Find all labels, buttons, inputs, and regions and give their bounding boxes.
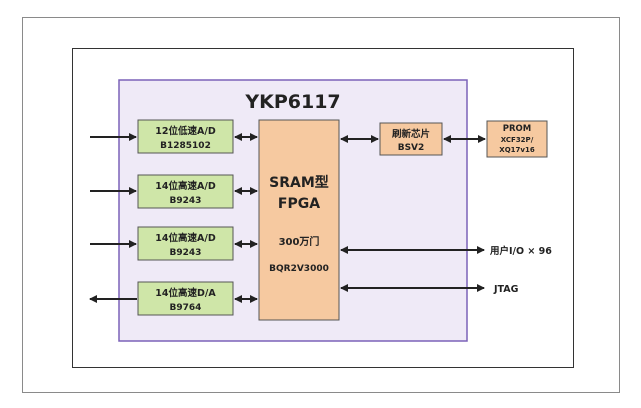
- adc2-part: B9243: [170, 196, 202, 206]
- user-io-label: 用户I/O × 96: [489, 245, 552, 257]
- dac-part: B9764: [170, 303, 202, 313]
- fpga-type: SRAM型: [269, 174, 329, 191]
- adc1-part: B1285102: [160, 141, 211, 151]
- adc1-box: 12位低速A/D B1285102: [137, 119, 234, 154]
- adc3-part: B9243: [170, 248, 202, 258]
- refresh-chip-name: 刷新芯片: [392, 128, 430, 140]
- prom-part-2: XQ17v16: [499, 146, 535, 154]
- board-title: YKP6117: [244, 91, 340, 113]
- jtag-label: JTAG: [493, 284, 519, 295]
- fpga-label: FPGA: [278, 196, 320, 212]
- refresh-chip-box: 刷新芯片 BSV2: [379, 122, 443, 156]
- adc2-name: 14位高速A/D: [155, 180, 216, 192]
- prom-box: PROM XCF32P/ XQ17v16: [486, 120, 548, 158]
- fpga-box: SRAM型 FPGA 300万门 BQR2V3000: [258, 119, 340, 321]
- dac-name: 14位高速D/A: [155, 287, 216, 299]
- adc2-box: 14位高速A/D B9243: [137, 174, 234, 209]
- fpga-part: BQR2V3000: [269, 264, 329, 274]
- refresh-chip-part: BSV2: [398, 143, 425, 153]
- adc3-name: 14位高速A/D: [155, 232, 216, 244]
- prom-part-1: XCF32P/: [501, 136, 534, 144]
- fpga-gates: 300万门: [279, 235, 320, 248]
- adc1-name: 12位低速A/D: [155, 125, 216, 137]
- dac-box: 14位高速D/A B9764: [137, 281, 234, 316]
- adc3-box: 14位高速A/D B9243: [137, 226, 234, 261]
- prom-name: PROM: [503, 124, 531, 134]
